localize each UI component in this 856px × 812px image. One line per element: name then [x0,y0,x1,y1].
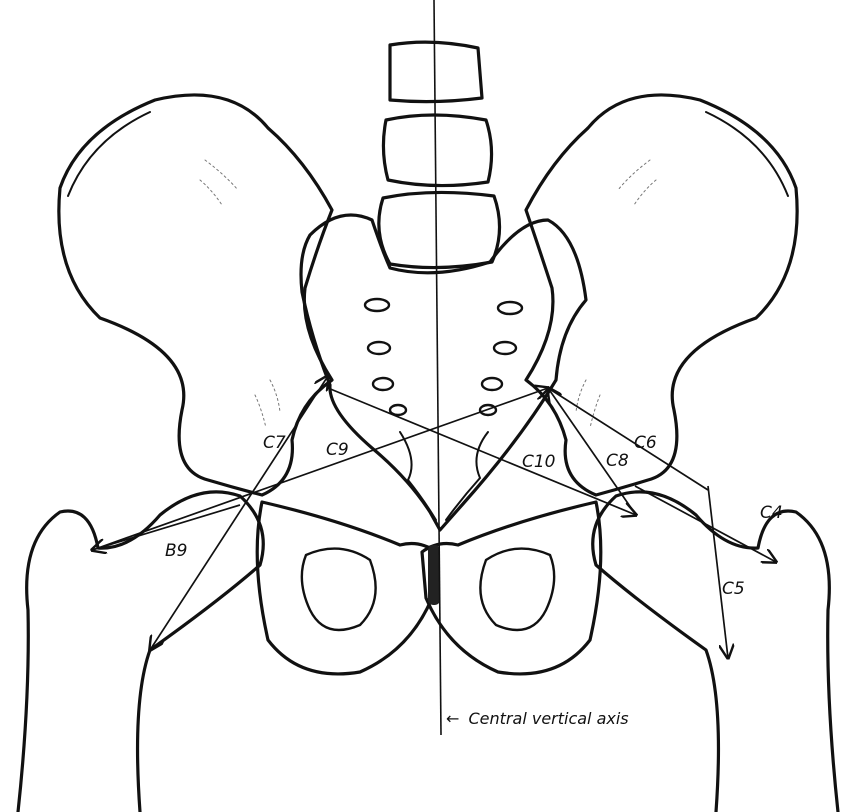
label-c4: C4 [760,503,783,523]
vertebra-1 [390,42,482,101]
central-axis-text: Central vertical axis [469,709,629,728]
central-vertical-axis [434,0,441,735]
label-c10: C10 [522,452,556,472]
central-axis-label: ← Central vertical axis [446,709,629,728]
left-ilium [59,95,332,495]
vector-c4 [635,486,776,562]
vector-c5 [708,486,728,658]
pubic-symphysis [428,545,440,605]
vertebra-3 [379,192,500,267]
obturator-foramen-left [302,549,376,630]
sacral-foramen [498,302,522,314]
sacral-foramen [482,378,502,390]
sacral-foramen [390,405,406,415]
pubic-arch [257,502,601,674]
label-c8: C8 [606,451,629,471]
label-c6: C6 [634,433,657,453]
obturator-foramen-right [480,549,554,630]
sacral-foramen [373,378,393,390]
label-c9: C9 [326,440,349,460]
vertebra-2 [383,115,491,186]
label-b9: B9 [165,541,187,561]
label-c5: C5 [722,579,745,599]
lumbar-vertebrae [379,42,500,267]
sacral-foramen [365,299,389,311]
central-axis-arrow: ← [446,709,459,728]
sacral-foramen [494,342,516,354]
right-ilium [526,95,797,495]
sacral-foramen [368,342,390,354]
vector-c9 [98,388,548,548]
label-c7: C7 [263,433,286,453]
